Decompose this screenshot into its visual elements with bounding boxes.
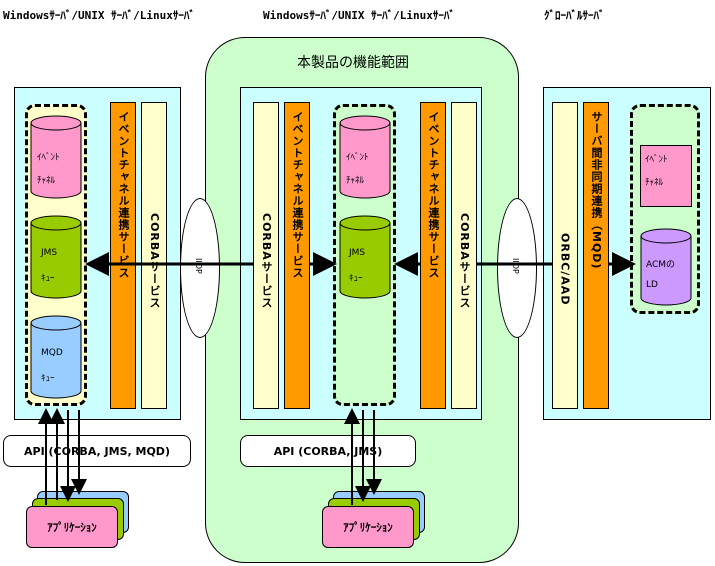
left-link-service-label: イベントチャネル連携サービス — [117, 111, 130, 279]
center-event-channel-label-2: ﾁｬﾈﾙ — [346, 176, 365, 186]
center-event-channel-cylinder — [339, 115, 391, 199]
left-event-channel-label-1: ｲﾍﾞﾝﾄ — [37, 153, 60, 163]
left-jms-label-1: JMS — [41, 248, 58, 258]
center-corba-service-right-label: CORBAサービス — [458, 213, 471, 309]
iiop-right-label: IIOP — [511, 258, 520, 274]
right-async-link-service-bar: サーバ間非同期連携（MQD) — [583, 102, 609, 409]
right-orb-service-bar: ORBC/AAD — [552, 102, 578, 409]
right-event-channel-label-2: ﾁｬﾈﾙ — [645, 178, 664, 188]
center-jms-label-1: JMS — [349, 248, 366, 258]
iiop-left-label: IIOP — [194, 258, 203, 274]
right-orb-service-label: ORBC/AAD — [558, 233, 572, 306]
center-api-box: API (CORBA, JMS) — [240, 435, 416, 467]
center-corba-service-right-bar: CORBAサービス — [451, 102, 477, 409]
left-event-channel-label-2: ﾁｬﾈﾙ — [37, 176, 56, 186]
left-mqd-label-1: MQD — [41, 348, 63, 358]
left-jms-queue-cylinder — [30, 215, 82, 299]
center-jms-queue-cylinder — [339, 215, 391, 299]
header-center-server: Windowsｻｰﾊﾞ/UNIX ｻｰﾊﾞ/Linuxｻｰﾊﾞ — [263, 9, 455, 22]
left-mqd-label-2: ｷｭｰ — [41, 374, 55, 384]
left-corba-service-label: CORBAサービス — [148, 213, 161, 309]
right-event-channel-label-1: ｲﾍﾞﾝﾄ — [645, 155, 668, 165]
center-application-label: ｱﾌﾟﾘｹｰｼｮﾝ — [343, 521, 393, 534]
center-link-service-right-bar: イベントチャネル連携サービス — [420, 102, 446, 409]
center-link-service-left-bar: イベントチャネル連携サービス — [284, 102, 310, 409]
center-jms-label-2: ｷｭｰ — [349, 274, 363, 284]
right-acm-label-1: ACMの — [646, 260, 676, 270]
center-corba-service-left-label: CORBAサービス — [260, 213, 273, 309]
left-mqd-queue-cylinder — [30, 315, 82, 399]
right-async-link-service-label: サーバ間非同期連携（MQD) — [590, 111, 603, 270]
center-event-channel-label-1: ｲﾍﾞﾝﾄ — [346, 153, 369, 163]
right-event-channel-box — [640, 145, 692, 207]
iiop-left-ellipse — [180, 198, 220, 338]
right-acm-label-2: LD — [646, 280, 658, 290]
center-application-box[interactable]: ｱﾌﾟﾘｹｰｼｮﾝ — [322, 506, 414, 548]
right-acm-ld-cylinder — [640, 228, 692, 306]
header-left-server: Windowsｻｰﾊﾞ/UNIX ｻｰﾊﾞ/Linuxｻｰﾊﾞ — [3, 9, 195, 22]
left-application-box[interactable]: ｱﾌﾟﾘｹｰｼｮﾝ — [26, 506, 118, 548]
left-corba-service-bar: CORBAサービス — [141, 102, 167, 409]
left-jms-label-2: ｷｭｰ — [41, 274, 55, 284]
left-api-label: API (CORBA, JMS, MQD) — [24, 444, 170, 458]
left-application-label: ｱﾌﾟﾘｹｰｼｮﾝ — [47, 521, 97, 534]
left-link-service-bar: イベントチャネル連携サービス — [110, 102, 136, 409]
left-event-channel-cylinder — [30, 115, 82, 199]
center-api-label: API (CORBA, JMS) — [273, 444, 383, 458]
center-link-service-left-label: イベントチャネル連携サービス — [291, 111, 304, 279]
center-corba-service-left-bar: CORBAサービス — [253, 102, 279, 409]
center-link-service-right-label: イベントチャネル連携サービス — [427, 111, 440, 279]
header-right-server: ｸﾞﾛｰﾊﾞﾙｻｰﾊﾞ — [544, 9, 605, 22]
iiop-right-ellipse — [497, 198, 537, 338]
left-api-box: API (CORBA, JMS, MQD) — [3, 435, 191, 467]
product-scope-label: 本製品の機能範囲 — [297, 55, 409, 71]
